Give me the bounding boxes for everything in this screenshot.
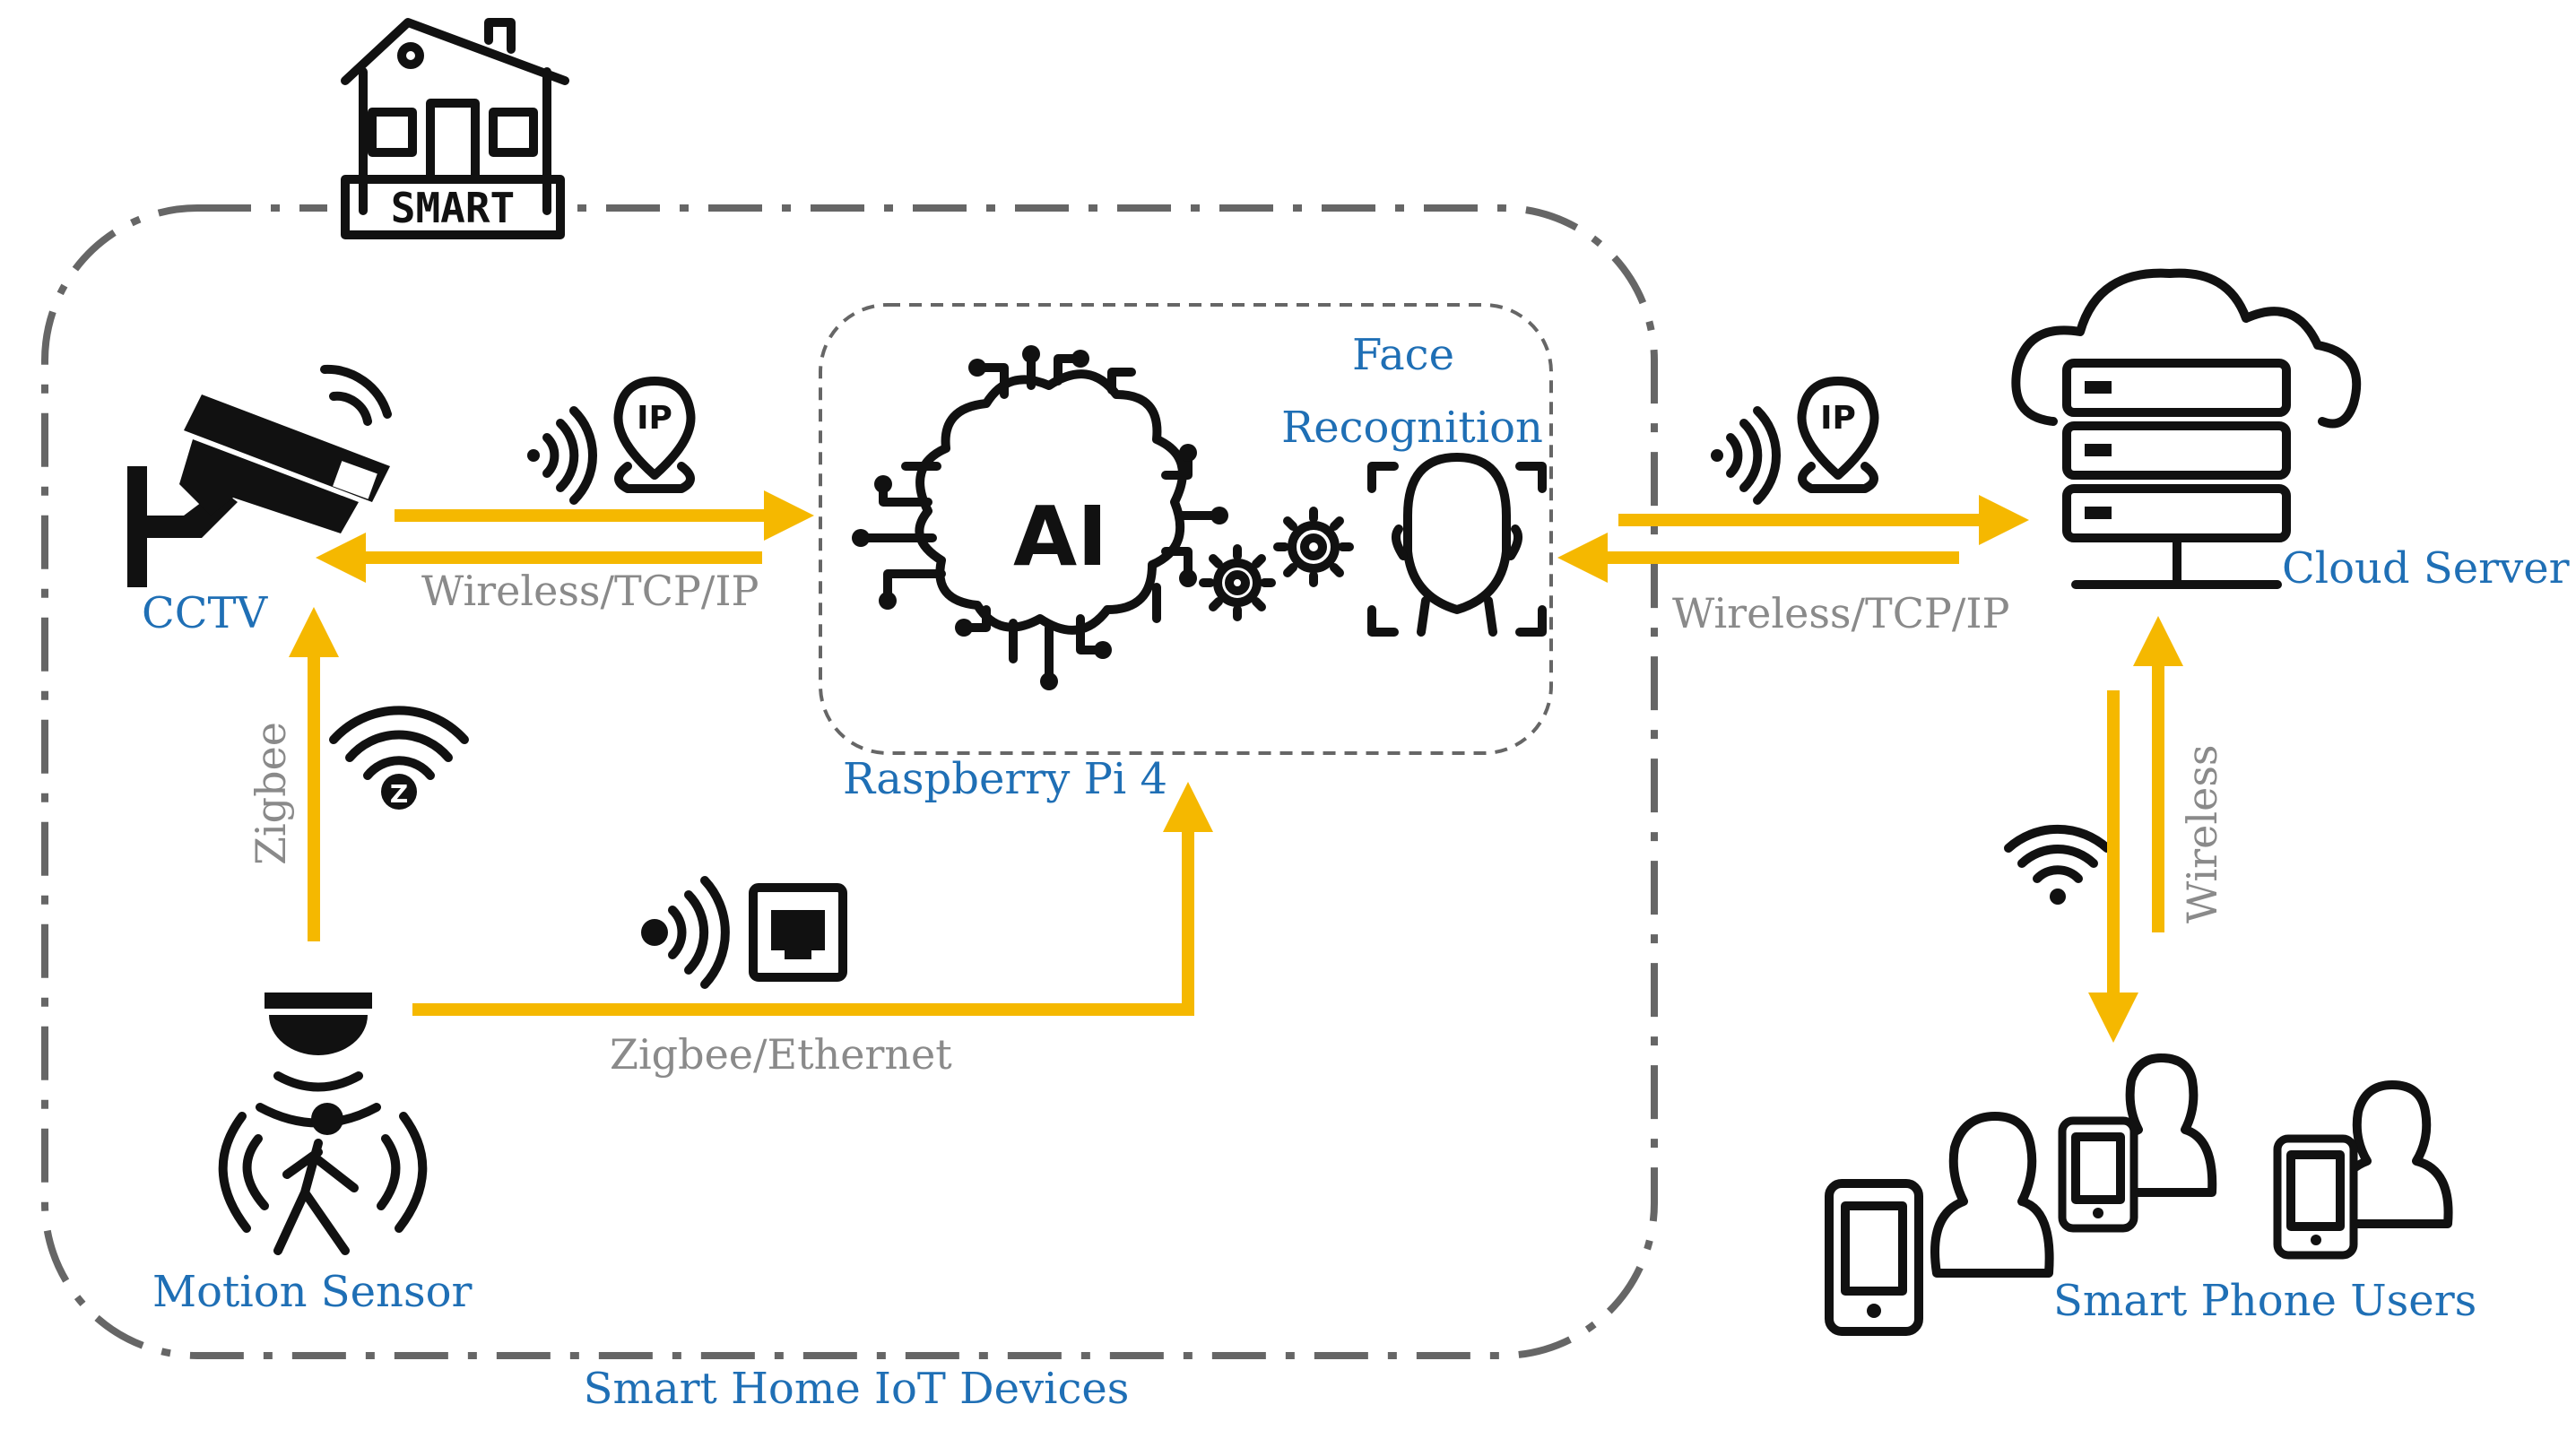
face-scan-icon [1367, 453, 1547, 637]
ip-pin-text-right: IP [1820, 400, 1856, 437]
gear-icon [1273, 507, 1354, 587]
face-recognition-label-line2: Recognition [1281, 403, 1543, 453]
face-recognition-label-line1: Face [1352, 330, 1454, 380]
cctv-pi-connection-label: Wireless/TCP/IP [421, 567, 759, 615]
ai-chip-text: AI [1013, 489, 1107, 585]
wifi-icon [320, 364, 392, 426]
walking-person-icon [218, 1103, 428, 1255]
zigbee-icon-text: Z [390, 779, 408, 809]
cctv-label: CCTV [142, 588, 268, 638]
house-badge-text: SMART [391, 184, 515, 232]
gear-icon [1199, 544, 1276, 621]
raspberry-pi-label: Raspberry Pi 4 [843, 754, 1167, 804]
pi-cloud-connection-label: Wireless/TCP/IP [1672, 589, 2010, 637]
ai-brain-chip-icon: AI [852, 345, 1228, 690]
cctv-camera-icon [127, 394, 390, 587]
house-icon: SMART [327, 18, 569, 242]
smartphone-user-icon [2273, 1080, 2453, 1260]
smartphone-user-icon [1825, 1112, 2054, 1336]
smartphone-user-icon [2058, 1053, 2217, 1233]
smart-phone-users-label: Smart Phone Users [2053, 1276, 2476, 1326]
zigbee-icon: Z [329, 706, 469, 810]
motion-pi-connection-label: Zigbee/Ethernet [610, 1030, 952, 1079]
zigbee-icon [641, 876, 730, 989]
cloud-server-icon [2011, 268, 2362, 589]
wifi-icon [1711, 406, 1782, 505]
wifi-icon [527, 406, 598, 505]
ip-pin-icon: IP [1797, 377, 1879, 493]
smart-home-group-label: Smart Home IoT Devices [584, 1364, 1130, 1414]
wifi-icon [2004, 824, 2112, 905]
ip-pin-icon: IP [613, 377, 696, 493]
ethernet-port-icon [749, 883, 847, 982]
cloud-server-label: Cloud Server [2282, 543, 2570, 594]
motion-sensor-icon [256, 993, 381, 1128]
ip-pin-text-left: IP [637, 400, 672, 437]
motion-cctv-connection-label: Zigbee [247, 722, 295, 865]
smart-home-group-boundary [41, 204, 1658, 1359]
motion-sensor-label: Motion Sensor [152, 1267, 472, 1317]
cloud-users-connection-label: Wireless [2178, 744, 2226, 923]
arrow-motion-to-pi [412, 782, 1213, 1016]
